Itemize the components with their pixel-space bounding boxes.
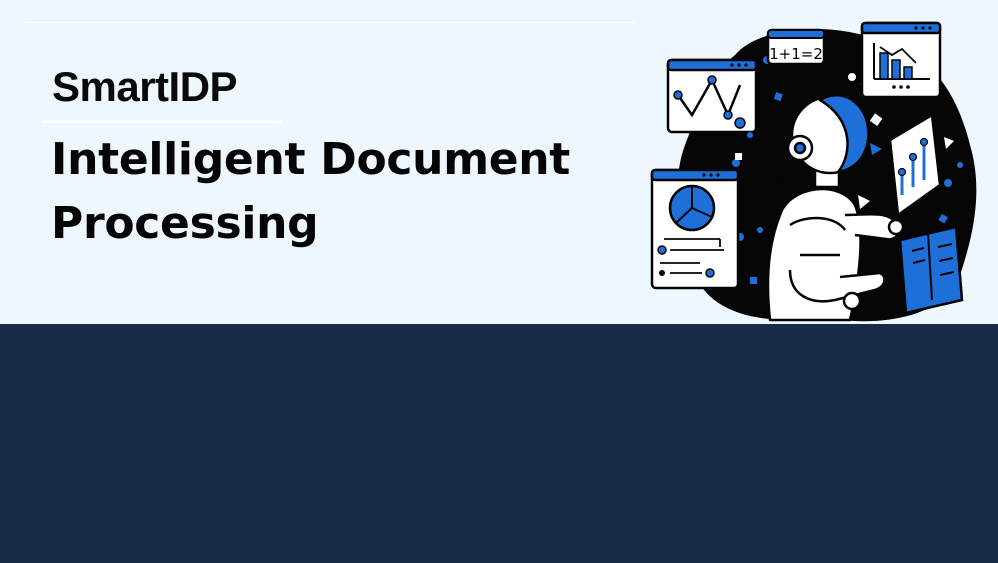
brand-divider: [42, 120, 282, 123]
dark-content-band: [0, 324, 998, 563]
brand-name: SmartIDP: [52, 63, 238, 110]
page-title: Intelligent Document Processing: [51, 128, 570, 256]
robot-analyzing-data-icon: 1+1=2: [650, 21, 977, 322]
page-title-line-1: Intelligent Document: [51, 134, 571, 185]
hero-banner: SmartIDP Intelligent Document Processing: [0, 0, 998, 324]
top-divider: [26, 22, 636, 23]
page-title-line-2: Processing: [51, 198, 319, 249]
formula-label: 1+1=2: [769, 45, 823, 63]
